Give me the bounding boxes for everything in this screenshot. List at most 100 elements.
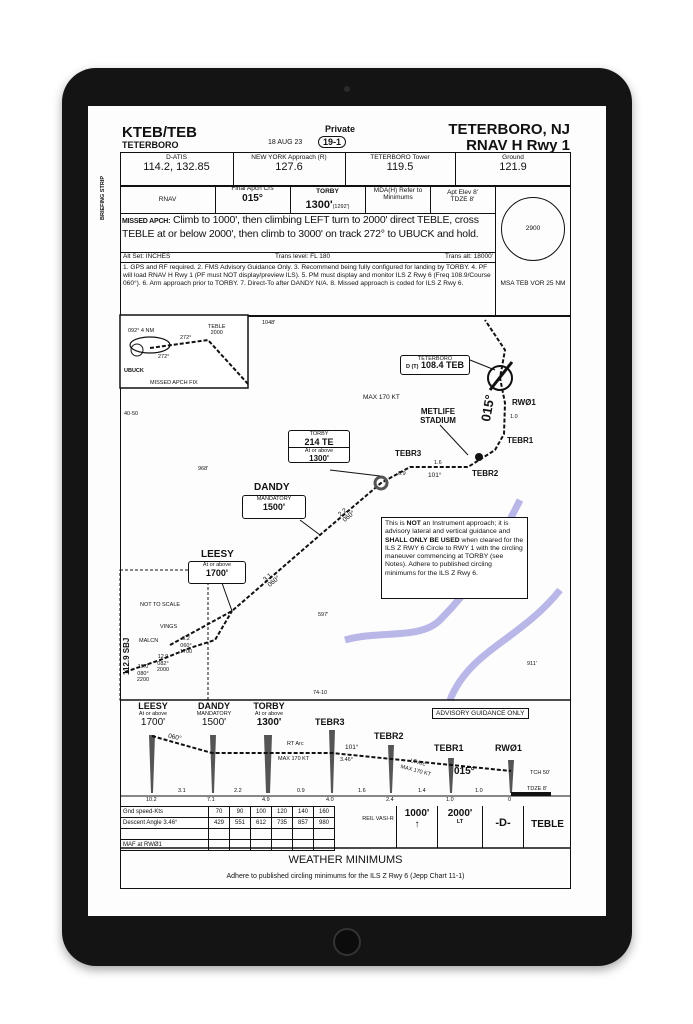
seg-5: 1.4 — [418, 788, 426, 794]
holding-pattern — [129, 336, 171, 354]
disclaimer-box: This is NOT an Instrument approach; it i… — [381, 517, 528, 599]
missed-approach: MISSED APCH: Climb to 1000', then climbi… — [122, 214, 479, 240]
ubuck-label: UBUCK — [124, 368, 144, 374]
leesy-label: LEESY — [201, 549, 234, 560]
leg-crs-tebr2: 101° — [428, 472, 442, 479]
trans-alt: Trans alt: 18000' — [445, 253, 493, 260]
seg-2: 2.2 — [234, 788, 242, 794]
profile-fix-markers — [149, 730, 514, 793]
not-to-scale-box — [119, 569, 209, 701]
tdze-label: TDZE 8' — [527, 786, 547, 792]
msa-altitude: 2900 — [525, 225, 541, 232]
landmark-label: METLIFE STADIUM — [420, 407, 456, 425]
inset-course-out: 272° — [158, 354, 170, 360]
inset-box — [119, 314, 249, 389]
chart-number: 19-1 — [318, 136, 347, 148]
seg-6: 1.0 — [475, 788, 483, 794]
city: TETERBORO, NJ — [448, 121, 570, 138]
msa-circle — [501, 197, 565, 261]
obstacle-911: 911' — [527, 661, 537, 667]
profile-angle: 3.46° — [340, 757, 353, 763]
sbj-vor-label: 112.9 SBJ — [122, 637, 131, 675]
dme-torby: 4.9 — [262, 797, 270, 803]
weather-minimums-title: WEATHER MINIMUMS — [288, 854, 403, 866]
hold-fix-teble: TEBLE — [531, 819, 564, 830]
home-button[interactable] — [333, 928, 361, 956]
dme-tebr3: 4.0 — [326, 797, 334, 803]
advisory-label: ADVISORY GUIDANCE ONLY — [432, 708, 529, 719]
obstacle-968: 968' — [198, 466, 209, 472]
leg-dist-tebr2: 1.6 — [434, 460, 442, 466]
dme-dandy: 7.1 — [207, 797, 215, 803]
speed-note: MAX 170 KT — [363, 394, 400, 401]
dme-tebr1: 1.0 — [446, 797, 454, 803]
notes: 1. GPS and RF required. 2. FMS Advisory … — [123, 264, 491, 287]
final-dist: 1.0 — [510, 414, 518, 420]
msa-label: MSA TEB VOR 25 NM — [500, 280, 566, 287]
profile-tebr2: TEBR2 — [374, 731, 404, 741]
not-to-scale-label: NOT TO SCALE — [140, 602, 181, 608]
descent-path — [151, 735, 512, 772]
nav-type: RNAV — [158, 196, 177, 203]
inset-route — [124, 610, 233, 673]
metlife-icon — [475, 453, 483, 461]
profile-crs2: 101° — [345, 744, 359, 751]
dme-rw01: 0 — [508, 797, 512, 803]
holding-fix-icon: -D- — [495, 817, 511, 829]
hold-label: 092° 4 NM — [128, 328, 155, 334]
missed-route — [149, 338, 249, 385]
fix-rw01: RWØ1 — [512, 398, 536, 407]
profile-tebr3: TEBR3 — [315, 717, 345, 727]
lat-label: 40-50 — [124, 411, 139, 417]
airport-icon — [487, 365, 513, 391]
seg-3: 0.9 — [297, 788, 305, 794]
airport-elevation: Apt Elev 8'TDZE 8' — [447, 189, 478, 203]
category: Private — [325, 124, 356, 134]
vings-label: VINGS — [160, 624, 178, 630]
ubuck-fix-icon — [130, 343, 144, 357]
lighting: REIL VASI-R — [362, 816, 394, 822]
profile-arc1-speed: MAX 170 KT — [278, 756, 310, 762]
airport-id: KTEB/TEB — [122, 124, 197, 141]
profile-crs3: 015° — [454, 766, 475, 777]
fix-tebr3: TEBR3 — [395, 449, 422, 458]
dme-tebr2: 2.4 — [386, 797, 394, 803]
torby-waypoint-icon — [373, 475, 389, 491]
dandy-label: DANDY — [254, 482, 290, 493]
tch-label: TCH 50' — [530, 770, 550, 776]
comm-approach: NEW YORK Approach (R)127.6 — [251, 154, 327, 173]
inset-caption: MISSED APCH FIX — [150, 380, 198, 386]
leg-dist-tebr3: 0.9 — [398, 471, 406, 477]
obstacle-597: 597' — [318, 612, 329, 618]
alt-set: Alt Set: INCHES — [123, 253, 171, 260]
camera — [344, 86, 350, 92]
seg-4: 1.6 — [358, 788, 366, 794]
weather-minimums-text: Adhere to published circling minimums fo… — [226, 873, 465, 880]
inset-course-in: 272° — [180, 335, 192, 341]
profile-arc1: RT Arc — [287, 741, 304, 747]
airport-name: TETERBORO — [122, 140, 179, 150]
lon-label: 74-10 — [313, 690, 328, 696]
procedure-title: RNAV H Rwy 1 — [466, 137, 570, 154]
seg-1: 3.1 — [178, 788, 186, 794]
obstacle-1048: 1048' — [262, 320, 276, 326]
profile-tebr1: TEBR1 — [434, 743, 464, 753]
malcn-label: MALCN — [139, 638, 159, 644]
dme-leesy: 10.2 — [146, 797, 157, 803]
